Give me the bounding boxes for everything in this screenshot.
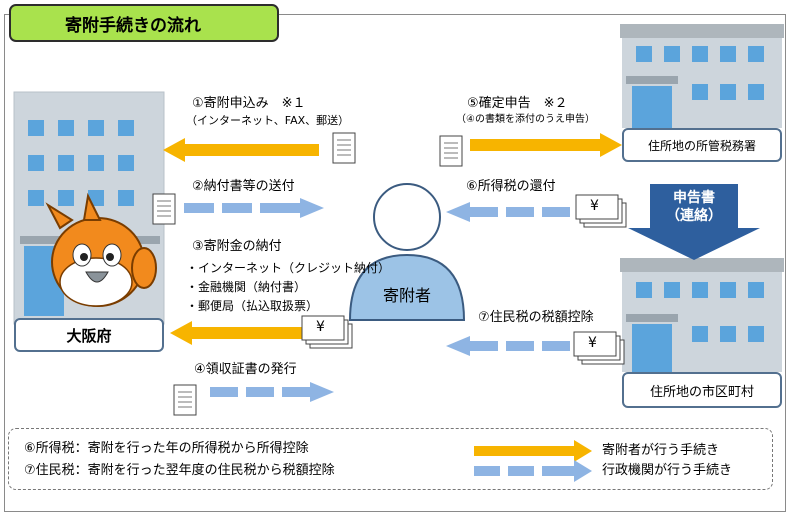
- document-icon: [173, 384, 197, 416]
- tax-office-box: 住所地の所管税務署: [622, 128, 782, 162]
- report-line2: （連絡）: [666, 208, 722, 224]
- donor-figure: [348, 183, 466, 321]
- step6-label: ⑥所得税の還付: [466, 179, 556, 194]
- donor-label: 寄附者: [382, 286, 431, 305]
- arrow-step7: [446, 336, 570, 356]
- step3-item: ・インターネット（クレジット納付）: [186, 261, 391, 275]
- arrow-step3: [170, 321, 302, 345]
- arrow-step5: [470, 133, 622, 157]
- yen-symbol: ¥: [316, 319, 325, 335]
- prefecture-box: 大阪府: [14, 318, 164, 352]
- mascot-icon: [45, 192, 157, 307]
- yen-symbol: ¥: [590, 198, 599, 214]
- step2-label: ②納付書等の送付: [192, 179, 295, 194]
- step5-sublabel: （④の書類を添付のうえ申告）: [456, 114, 595, 125]
- municipality-building: [620, 258, 784, 372]
- page-title: 寄附手続きの流れ: [9, 4, 279, 42]
- step4-label: ④領収証書の発行: [194, 362, 297, 377]
- yen-symbol: ¥: [588, 335, 597, 351]
- report-arrow-label: 申告書 （連絡）: [650, 189, 738, 225]
- legend-dashed-arrow: [474, 460, 592, 482]
- step1-sublabel: （インターネット、FAX、郵送）: [186, 114, 350, 127]
- legend-note-income-tax: ⑥所得税：寄附を行った年の所得税から所得控除: [24, 441, 309, 456]
- step5-label: ⑤確定申告 ※２: [467, 96, 568, 111]
- legend-box: [8, 428, 773, 490]
- arrow-step1: [163, 138, 319, 162]
- arrow-step2: [184, 198, 324, 218]
- step3-item: ・金融機関（納付書）: [186, 280, 307, 294]
- yen-bill-icon: [575, 194, 627, 228]
- yen-bill-icon: [301, 315, 353, 349]
- legend-note-resident-tax: ⑦住民税：寄附を行った翌年度の住民税から税額控除: [24, 463, 335, 478]
- step1-label: ①寄附申込み ※１: [192, 96, 306, 111]
- document-icon: [152, 193, 176, 225]
- legend-solid-arrow: [474, 440, 592, 462]
- report-arrow: [628, 184, 760, 260]
- document-icon: [439, 135, 463, 167]
- arrow-step6: [446, 202, 570, 222]
- step3-label: ③寄附金の納付: [192, 239, 282, 254]
- arrow-step4: [210, 382, 334, 402]
- report-line1: 申告書: [673, 190, 715, 206]
- legend-solid-label: 寄附者が行う手続き: [602, 443, 720, 458]
- step7-label: ⑦住民税の税額控除: [478, 310, 594, 325]
- step3-item: ・郵便局（払込取扱票）: [186, 299, 319, 313]
- yen-bill-icon: [573, 331, 625, 365]
- document-icon: [332, 132, 356, 164]
- municipality-box: 住所地の市区町村: [622, 372, 782, 408]
- legend-dashed-label: 行政機関が行う手続き: [602, 463, 733, 478]
- diagram-frame: [4, 14, 786, 512]
- tax-office-building: [620, 24, 784, 128]
